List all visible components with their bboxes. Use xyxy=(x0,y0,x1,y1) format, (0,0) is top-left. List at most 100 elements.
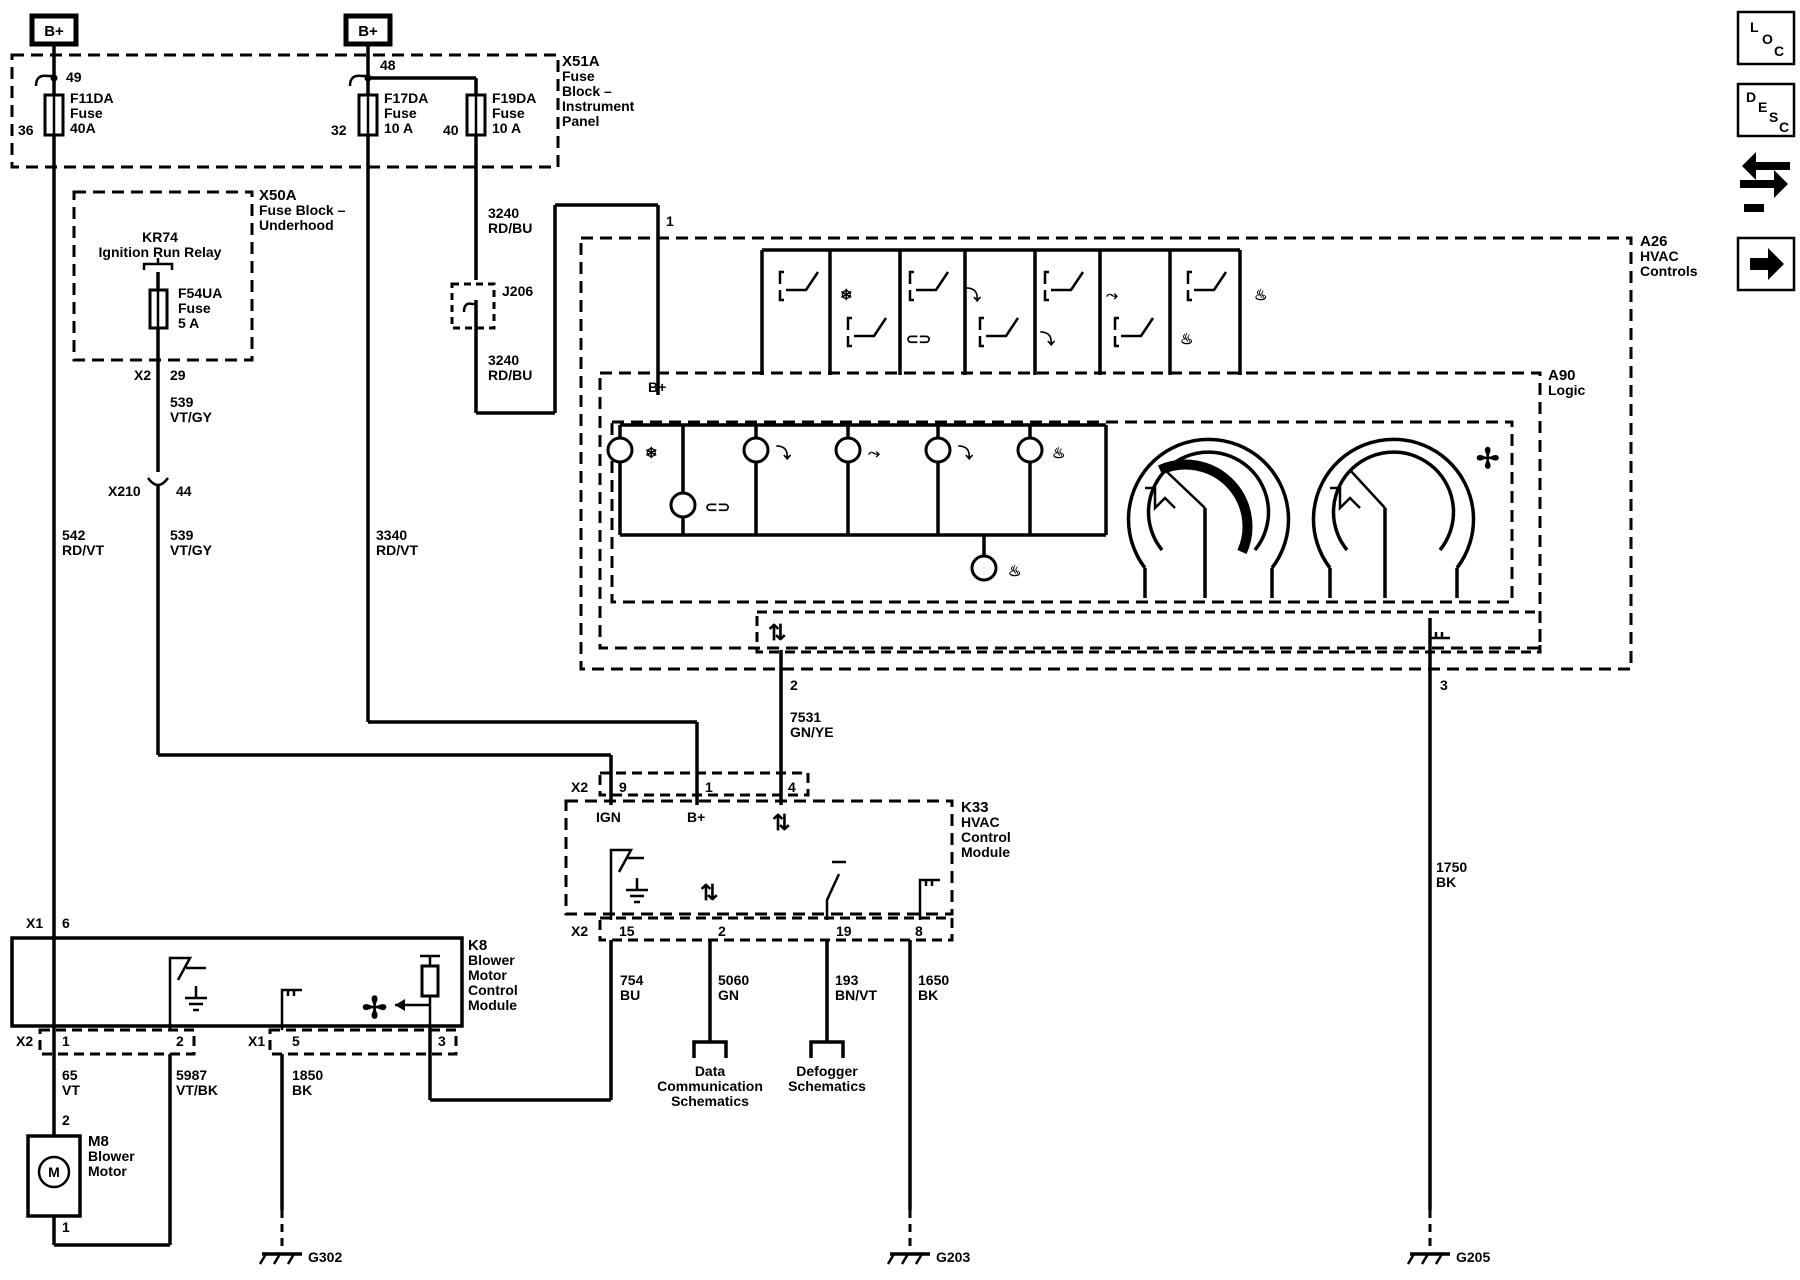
location-button[interactable]: L O C xyxy=(1736,10,1796,66)
wire-754-number: 754 xyxy=(620,972,644,988)
switch-vent xyxy=(908,270,950,302)
temperature-knob xyxy=(1126,437,1291,598)
k8-desc: Motor xyxy=(468,967,507,983)
wire-65-number: 65 xyxy=(62,1067,78,1083)
k33-name: K33 xyxy=(961,799,989,816)
wire-1650-color: BK xyxy=(918,987,938,1003)
relay-kr74-name: KR74 xyxy=(142,229,178,245)
pwm-output-icon xyxy=(609,848,644,920)
ground-g203-label: G203 xyxy=(936,1249,970,1265)
connector-label: X2 xyxy=(571,923,588,939)
mixed-mode-icon: ♨ xyxy=(1052,445,1065,462)
fuse-block-ip-desc: Instrument xyxy=(562,98,635,114)
desc-letter: S xyxy=(1769,109,1778,125)
ref-defog-label: Defogger xyxy=(796,1063,858,1079)
ref-data-label: Schematics xyxy=(671,1093,749,1109)
fuse-f11da-type: Fuse xyxy=(70,105,103,121)
pin-label: 6 xyxy=(62,915,70,931)
bilevel-mode-icon: ⤳ xyxy=(1106,287,1118,304)
hvac-controls-a26 xyxy=(579,236,1633,671)
m8-name: M8 xyxy=(88,1133,109,1150)
k33-desc: HVAC xyxy=(961,814,1000,830)
switch-recirc xyxy=(846,316,888,348)
next-button[interactable] xyxy=(1736,236,1796,292)
wire-7531-number: 7531 xyxy=(790,709,821,725)
desc-letter: D xyxy=(1746,89,1756,105)
pwm-input-icon xyxy=(168,956,206,1030)
floor-mode-icon: ⤵ xyxy=(1040,330,1056,348)
wire-3240-number: 3240 xyxy=(488,352,519,368)
pin-label: 4 xyxy=(788,779,796,795)
ground-g302-label: G302 xyxy=(308,1249,342,1265)
pin-label: 36 xyxy=(18,122,34,138)
pin-label: 1 xyxy=(62,1219,70,1235)
chassis-ground-icon xyxy=(886,1253,924,1265)
data-arrows-icon: ⇅ xyxy=(700,880,718,905)
connector-label: X2 xyxy=(571,779,588,795)
connector-label: X1 xyxy=(248,1033,265,1049)
blower-knob: ✢ xyxy=(1311,437,1499,598)
desc-letter: C xyxy=(1779,119,1789,135)
bus-tap-icon xyxy=(348,74,368,87)
ground-icon xyxy=(280,988,302,1030)
led-ac xyxy=(606,436,634,464)
ground-g205: G205 xyxy=(1406,1249,1490,1265)
recirc-car-icon: ⊂⊃ xyxy=(705,499,730,516)
wire-542-number: 542 xyxy=(62,527,86,543)
pin-label: 19 xyxy=(836,923,852,939)
loc-letter: L xyxy=(1750,19,1759,35)
fuse-block-ip-desc: Block – xyxy=(562,83,612,99)
floor-mode-icon: ⤵ xyxy=(958,444,974,462)
wire-3240-color: RD/BU xyxy=(488,220,532,236)
fuse-f54ua-type: Fuse xyxy=(178,300,211,316)
wire-1850-color: BK xyxy=(292,1082,312,1098)
bplus-left-label: B+ xyxy=(44,23,64,40)
hvac-controls-desc: Controls xyxy=(1640,263,1698,279)
arrow-right-icon xyxy=(1750,248,1784,280)
connector-x210-name: X210 xyxy=(108,483,141,499)
logic-a90 xyxy=(598,371,1542,650)
vent-mode-icon: ⤵ xyxy=(966,286,982,304)
connector-label: X2 xyxy=(134,367,151,383)
arrow-head-icon xyxy=(395,999,405,1011)
m8-desc: Motor xyxy=(88,1163,127,1179)
fuse-f19da-name: F19DA xyxy=(492,90,536,106)
wire-542-color: RD/VT xyxy=(62,542,104,558)
ground-icon xyxy=(1428,618,1450,640)
description-button[interactable]: D E S C xyxy=(1736,82,1796,138)
ground-g203: G203 xyxy=(886,1249,970,1265)
pin-label: 49 xyxy=(66,69,82,85)
k8-desc: Blower xyxy=(468,952,515,968)
fuse-block-ip-desc: Fuse xyxy=(562,68,595,84)
chassis-ground-icon xyxy=(1406,1253,1444,1265)
led-bilevel xyxy=(834,436,862,464)
connector-end-view-button[interactable] xyxy=(1740,152,1790,212)
mixed-mode-icon: ♨ xyxy=(1180,331,1193,348)
wire-1650-number: 1650 xyxy=(918,972,949,988)
connector-label: X2 xyxy=(16,1033,33,1049)
fuse-block-ip-desc: Panel xyxy=(562,113,599,129)
pin-label: 8 xyxy=(915,923,923,939)
defrost-icon: ♨ xyxy=(1008,563,1021,580)
k33-desc: Control xyxy=(961,829,1011,845)
wire-539-number: 539 xyxy=(170,527,194,543)
switch-bank: ❄ ⤵ ⤳ ♨ ⊂⊃ ⤵ ♨ xyxy=(760,248,1267,375)
potentiometer-wiper-icon xyxy=(1145,486,1176,512)
defrost-icon: ♨ xyxy=(1254,287,1267,304)
connector-arrows-icon xyxy=(1742,152,1790,180)
led-floor xyxy=(924,436,952,464)
bplus-mid-box: B+ xyxy=(343,13,393,47)
wire-193-color: BN/VT xyxy=(835,987,877,1003)
k33-bottom-connector xyxy=(598,916,954,942)
motor-symbol: M xyxy=(48,1164,60,1180)
fuse-f54ua-name: F54UA xyxy=(178,285,222,301)
switch-ac xyxy=(778,270,820,302)
wire-193-number: 193 xyxy=(835,972,859,988)
motor-icon xyxy=(37,1155,71,1189)
splice-icon xyxy=(462,302,476,313)
pin-label: 2 xyxy=(62,1112,70,1128)
fuse-f11da-rating: 40A xyxy=(70,120,96,136)
hvac-controls-name: A26 xyxy=(1640,233,1668,250)
